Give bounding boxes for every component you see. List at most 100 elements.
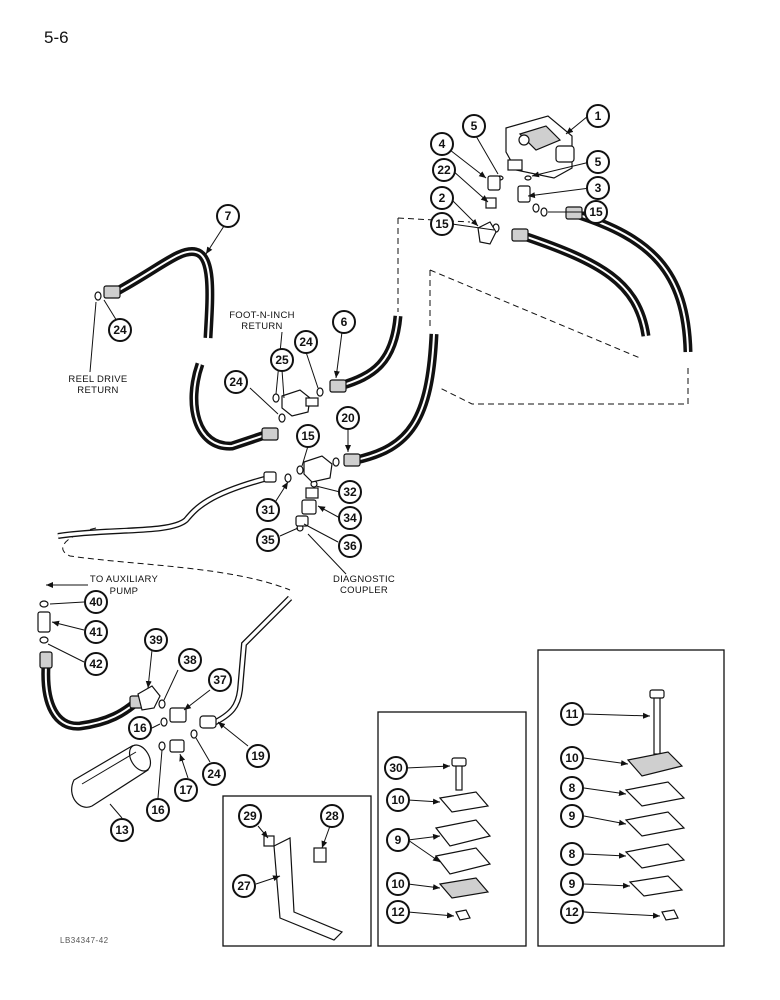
- callout-38-num: 38: [183, 653, 197, 667]
- callout-6: 6: [332, 310, 356, 334]
- callout-36-num: 36: [343, 539, 357, 553]
- callout-20-num: 20: [341, 411, 355, 425]
- callout-15a: 15: [430, 212, 454, 236]
- callout-5a: 5: [462, 114, 486, 138]
- callout-9a-num: 9: [395, 833, 402, 847]
- callout-42: 42: [84, 652, 108, 676]
- callout-28: 28: [320, 804, 344, 828]
- label-to-auxiliary-pump: TO AUXILIARY PUMP: [46, 574, 158, 597]
- callout-37-num: 37: [213, 673, 227, 687]
- callout-35: 35: [256, 528, 280, 552]
- figure-id: LB34347-42: [60, 936, 109, 945]
- callout-12b: 12: [560, 900, 584, 924]
- callout-38: 38: [178, 648, 202, 672]
- callout-8b-num: 8: [569, 847, 576, 861]
- fitting-17: [169, 739, 185, 753]
- fitting-37: [169, 707, 187, 723]
- callout-8b: 8: [560, 842, 584, 866]
- callout-24a: 24: [108, 318, 132, 342]
- callout-13: 13: [110, 818, 134, 842]
- callout-10b: 10: [386, 872, 410, 896]
- tube-19: [210, 595, 293, 727]
- fitting-39: [137, 685, 161, 711]
- callout-9c-num: 9: [569, 877, 576, 891]
- callout-17: 17: [174, 778, 198, 802]
- callout-24d-num: 24: [207, 767, 221, 781]
- callout-40: 40: [84, 590, 108, 614]
- callout-7: 7: [216, 204, 240, 228]
- label-reel-drive-line2: RETURN: [77, 385, 118, 396]
- label-foot-n-inch-return: FOOT-N-INCH RETURN: [229, 310, 294, 332]
- hose-15-upper: [522, 231, 651, 337]
- callout-32: 32: [338, 480, 362, 504]
- callout-9c: 9: [560, 872, 584, 896]
- callout-13-num: 13: [115, 823, 129, 837]
- callout-16a: 16: [128, 716, 152, 740]
- callout-10b-num: 10: [391, 877, 405, 891]
- label-reel-drive-line1: REEL DRIVE: [68, 374, 127, 385]
- callout-15c-num: 15: [301, 429, 315, 443]
- callout-41: 41: [84, 620, 108, 644]
- callout-32-num: 32: [343, 485, 357, 499]
- callout-17-num: 17: [179, 783, 193, 797]
- callout-22-num: 22: [437, 163, 451, 177]
- label-diagnostic-coupler: DIAGNOSTIC COUPLER: [307, 533, 395, 596]
- label-aux-pump-line2: PUMP: [110, 586, 139, 597]
- callout-7-num: 7: [225, 209, 232, 223]
- callout-4-num: 4: [439, 137, 446, 151]
- callout-11: 11: [560, 702, 584, 726]
- hose-7: [109, 247, 215, 339]
- label-diagnostic-line2: COUPLER: [340, 585, 388, 596]
- callout-25-num: 25: [275, 353, 289, 367]
- callout-8a: 8: [560, 776, 584, 800]
- callout-6-num: 6: [341, 315, 348, 329]
- hose-20: [355, 333, 439, 465]
- callout-9b-num: 9: [569, 809, 576, 823]
- callout-2: 2: [430, 186, 454, 210]
- callout-24b-num: 24: [299, 335, 313, 349]
- callout-19: 19: [246, 744, 270, 768]
- callout-30: 30: [384, 756, 408, 780]
- callout-10c: 10: [560, 746, 584, 770]
- callout-41-num: 41: [89, 625, 103, 639]
- callout-24b: 24: [294, 330, 318, 354]
- callout-28-num: 28: [325, 809, 339, 823]
- callout-12a-num: 12: [391, 905, 405, 919]
- callout-24c-num: 24: [229, 375, 243, 389]
- callout-42-num: 42: [89, 657, 103, 671]
- callout-2-num: 2: [439, 191, 446, 205]
- callout-12a: 12: [386, 900, 410, 924]
- fittings-2-22-4-3: [477, 175, 531, 245]
- callout-15c: 15: [296, 424, 320, 448]
- callout-3: 3: [586, 176, 610, 200]
- callout-24c: 24: [224, 370, 248, 394]
- callout-27: 27: [232, 874, 256, 898]
- callout-27-num: 27: [237, 879, 251, 893]
- callout-39: 39: [144, 628, 168, 652]
- callout-34: 34: [338, 506, 362, 530]
- callout-10a: 10: [386, 788, 410, 812]
- callout-31-num: 31: [261, 503, 275, 517]
- fitting-15-tee: [303, 455, 333, 483]
- tube-31: [57, 475, 269, 539]
- callout-5a-num: 5: [471, 119, 478, 133]
- callout-39-num: 39: [149, 633, 163, 647]
- callout-leaders: [47, 115, 661, 919]
- callout-16a-num: 16: [133, 721, 147, 735]
- pump-1: [505, 115, 575, 179]
- callout-34-num: 34: [343, 511, 357, 525]
- callout-19-num: 19: [251, 749, 265, 763]
- callout-10a-num: 10: [391, 793, 405, 807]
- fitting-25: [281, 389, 319, 417]
- filter-13: [71, 744, 152, 808]
- bracket-27: [263, 835, 344, 941]
- callout-9b: 9: [560, 804, 584, 828]
- label-aux-pump-line1: TO AUXILIARY: [90, 574, 159, 585]
- callout-4: 4: [430, 132, 454, 156]
- hose-42: [41, 665, 137, 731]
- callout-3-num: 3: [595, 181, 602, 195]
- callout-25: 25: [270, 348, 294, 372]
- callout-36: 36: [338, 534, 362, 558]
- callout-8a-num: 8: [569, 781, 576, 795]
